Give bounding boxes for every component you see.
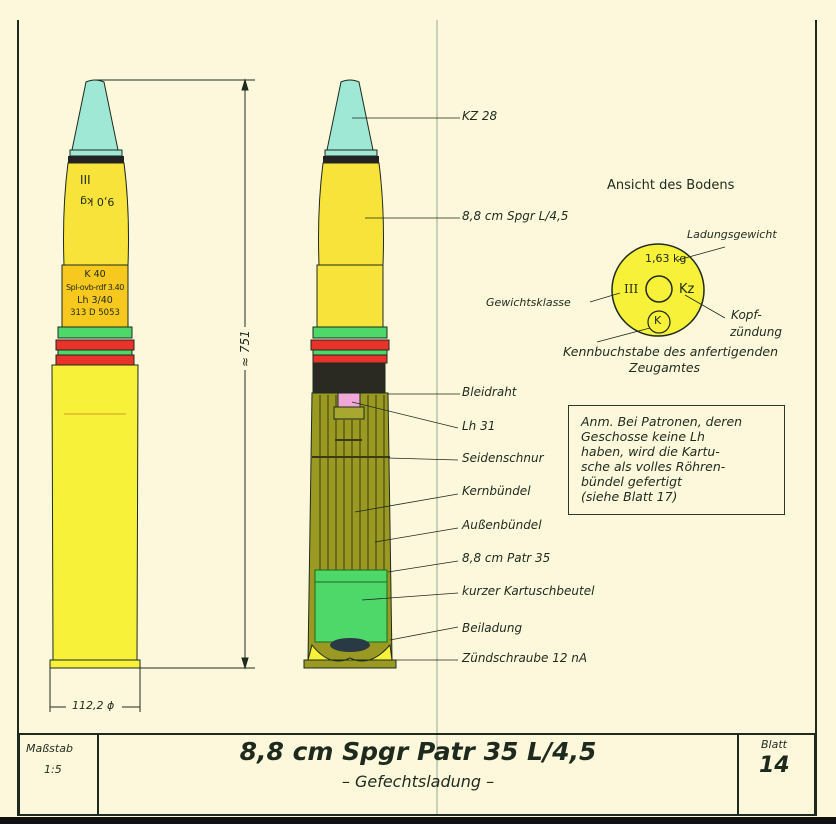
maker-mark: K: [654, 314, 662, 327]
note-line: Geschosse keine Lh: [581, 429, 705, 444]
drawing-subtitle: – Gefechtsladung –: [341, 772, 495, 791]
sheet-label: Blatt: [761, 738, 787, 751]
stencil-line: K 40: [84, 269, 106, 280]
label-primer: Zündschraube 12 nA: [462, 651, 588, 665]
ogive-class-mark: III: [80, 172, 91, 186]
label-igniter-charge: Beiladung: [462, 621, 523, 635]
scale-cell: Maßstab 1:5: [20, 735, 99, 814]
label-core-bundle: Kernbündel: [462, 484, 531, 498]
fuze-label-line2: zündung: [730, 325, 782, 339]
stencil-line: 313 D 5053: [70, 308, 120, 318]
note-line: (siehe Blatt 17): [581, 489, 678, 504]
maker-label-line1: Kennbuchstabe des anfertigenden: [563, 344, 779, 359]
length-dimension: [95, 78, 255, 670]
weight-class-label: Gewichtsklasse: [486, 296, 571, 309]
scan-edge: [0, 817, 836, 824]
body-stencil: K 40 Spl-ovb-rdf 3.40 Lh 3/40 313 D 5053: [62, 268, 128, 320]
stencil-line: Lh 3/40: [77, 295, 113, 306]
note-line: Anm. Bei Patronen, deren: [581, 414, 743, 429]
drawing-title: 8,8 cm Spgr Patr 35 L/4,5: [239, 737, 597, 766]
label-cartridge: 8,8 cm Patr 35: [462, 551, 551, 565]
label-lh31: Lh 31: [462, 419, 496, 433]
note-line: sche als volles Röhren-: [581, 459, 726, 474]
label-short-bag: kurzer Kartuschbeutel: [462, 584, 595, 598]
label-silk-cord: Seidenschnur: [462, 451, 544, 465]
label-outer-bundle: Außenbündel: [462, 518, 542, 532]
note-box: Anm. Bei Patronen, deren Geschosse keine…: [568, 405, 785, 515]
right-cartridge-section: [303, 79, 397, 669]
charge-weight-label: Ladungsgewicht: [687, 228, 777, 241]
charge-weight-mark: 1,63 kg: [645, 252, 687, 265]
left-cartridge: [49, 79, 141, 669]
weight-class-mark: III: [624, 282, 639, 296]
ogive-weight-mark: 9,0 kg: [80, 195, 115, 208]
note-line: bündel gefertigt: [581, 474, 682, 489]
label-lead-wire: Bleidraht: [462, 385, 517, 399]
stencil-line: Spl-ovb-rdf 3.40: [65, 283, 124, 292]
maker-label-line2: Zeugamtes: [629, 360, 701, 375]
scale-label: Maßstab: [26, 742, 73, 755]
fuze-label-line1: Kopf-: [731, 308, 762, 322]
scale-value: 1:5: [44, 763, 62, 776]
base-view-diagram: [589, 243, 726, 343]
length-dimension-label: ≈ 751: [238, 327, 252, 370]
sheet-number: 14: [759, 753, 790, 778]
title-block: Maßstab 1:5 8,8 cm Spgr Patr 35 L/4,5 – …: [18, 733, 816, 816]
label-projectile: 8,8 cm Spgr L/4,5: [462, 209, 569, 223]
fuze-mark: Kz: [679, 282, 695, 297]
diameter-dimension-label: 112,2 ϕ: [72, 699, 115, 712]
sheet-cell: Blatt 14: [737, 735, 814, 814]
leader-lines: [351, 117, 460, 661]
label-fuze: KZ 28: [462, 109, 498, 123]
title-cell: 8,8 cm Spgr Patr 35 L/4,5 – Gefechtsladu…: [99, 735, 737, 814]
note-line: haben, wird die Kartu-: [581, 444, 720, 459]
diameter-dimension: [49, 668, 141, 712]
base-view-title: Ansicht des Bodens: [607, 178, 735, 193]
